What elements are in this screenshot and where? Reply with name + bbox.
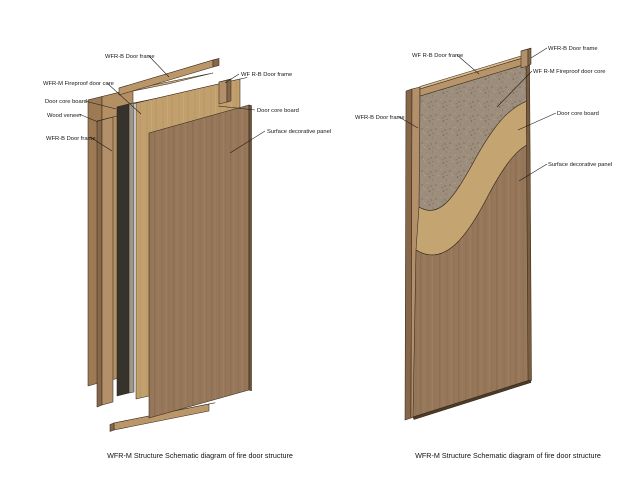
assembled-door-diagram: WF R-B Door frame WFR-B Door frame WF R-…: [355, 46, 612, 460]
leader-corner-frame: [530, 47, 548, 59]
label-fireproof-core: WFR-M Fireproof door core: [43, 81, 114, 87]
label-left-stile: WFR-B Door frame: [46, 136, 96, 142]
leader-top-rail: [148, 55, 170, 78]
leader-wood-veneer: [78, 113, 99, 123]
leader-fireproof-core: [106, 82, 142, 115]
leader-decorative-panel: [229, 130, 266, 154]
decorative-panel-face: [148, 104, 250, 419]
label-core-board-region: Door core board: [557, 111, 599, 117]
label-core-board-back: Door core board: [45, 99, 87, 105]
label-corner-frame: WFR-B Door frame: [548, 46, 598, 52]
leader-decorative-region: [518, 163, 548, 182]
leader-left-stile: [89, 136, 113, 152]
label-top-rail: WFR-B Door frame: [105, 54, 155, 60]
label-decorative-panel: Surface decorative panel: [267, 129, 331, 135]
leader-door-top-rail: [456, 54, 480, 75]
label-right-post: WF R-B Door frame: [241, 72, 292, 78]
label-door-left-stile: WFR-B Door frame: [355, 115, 405, 121]
label-core-region: WF R-M Fireproof door core: [533, 69, 605, 75]
left-stile-front-face: [101, 116, 114, 406]
corner-frame-side: [527, 47, 532, 67]
caption-exploded: WFR-M Structure Schematic diagram of fir…: [107, 451, 293, 460]
leader-core-board-back: [84, 100, 117, 110]
decorative-panel-edge: [248, 104, 252, 391]
exploded-door-diagram: WFR-B Door frame WFR-M Fireproof door co…: [43, 54, 331, 460]
leader-right-post: [224, 73, 240, 84]
label-wood-veneer: Wood veneer: [47, 113, 81, 119]
top-rail-end-cap: [212, 58, 220, 68]
door-bottom-edge-face: [412, 379, 532, 420]
leader-door-left-stile: [398, 116, 419, 129]
label-core-board-front: Door core board: [257, 108, 299, 114]
label-decorative-region: Surface decorative panel: [548, 162, 612, 168]
leader-core-region: [496, 70, 533, 108]
leader-core-board-region: [517, 112, 557, 131]
corner-frame-front: [520, 48, 529, 69]
bottom-rail-end-cap: [109, 422, 115, 432]
leader-core-board-front: [217, 105, 256, 111]
right-post-front-face: [218, 79, 228, 105]
right-post-side-face: [226, 78, 232, 103]
gray-layer-edge: [128, 102, 135, 394]
fireproof-core-edge: [116, 103, 130, 397]
label-door-top-rail: WF R-B Door frame: [412, 53, 463, 59]
left-stile-side-face: [96, 119, 103, 408]
caption-assembled: WFR-M Structure Schematic diagram of fir…: [415, 451, 601, 460]
